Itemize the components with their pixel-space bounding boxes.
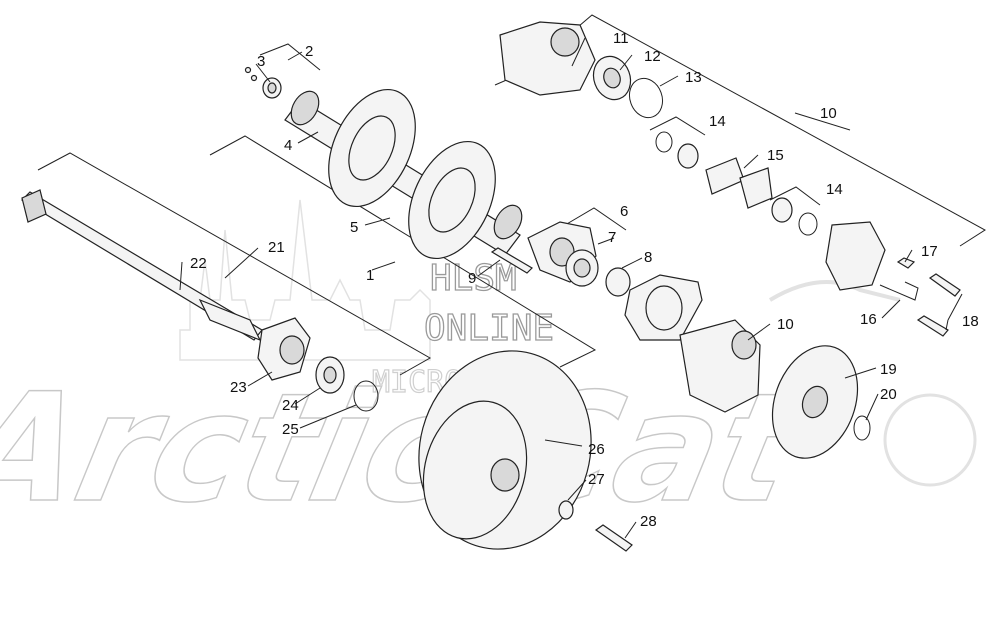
callout-10-lower: 10 bbox=[777, 316, 794, 333]
callout-2: 2 bbox=[305, 43, 313, 60]
brake-caliper-lower-part bbox=[679, 319, 761, 413]
callout-24: 24 bbox=[282, 397, 299, 414]
bolt-28-part bbox=[594, 524, 633, 552]
callout-7: 7 bbox=[608, 229, 616, 246]
watermark-line2: ONLINE bbox=[424, 308, 554, 349]
callout-17: 17 bbox=[921, 243, 938, 260]
bearing-small-part bbox=[244, 66, 282, 99]
driven-clutch-part bbox=[418, 350, 592, 550]
callout-13: 13 bbox=[685, 69, 702, 86]
callout-8: 8 bbox=[644, 249, 652, 266]
washer-27-part bbox=[558, 500, 574, 520]
callout-25: 25 bbox=[282, 421, 299, 438]
callout-23: 23 bbox=[230, 379, 247, 396]
o-ring-25-part bbox=[353, 380, 379, 412]
callout-20: 20 bbox=[880, 386, 897, 403]
bearing-12-part bbox=[592, 55, 632, 101]
bolt-9-part bbox=[490, 247, 533, 274]
bracket-2 bbox=[259, 43, 321, 71]
drive-axle-part bbox=[284, 88, 523, 260]
bracket-14-upper bbox=[649, 116, 706, 136]
leader-lines bbox=[179, 37, 963, 539]
wheel-watermark-shape bbox=[883, 393, 977, 487]
callout-10-upper: 10 bbox=[820, 105, 837, 122]
o-ring-13-part bbox=[628, 77, 664, 119]
bearing-24-part bbox=[315, 356, 345, 394]
drive-shaft-part bbox=[21, 189, 263, 342]
bearing-flange-part bbox=[527, 221, 631, 297]
caliper-bolts-part bbox=[879, 257, 961, 337]
callout-4: 4 bbox=[284, 137, 292, 154]
callout-26: 26 bbox=[588, 441, 605, 458]
bracket-6 bbox=[559, 207, 627, 231]
callout-19: 19 bbox=[880, 361, 897, 378]
callout-18: 18 bbox=[962, 313, 979, 330]
bushing-14-upper-part bbox=[655, 131, 699, 169]
watermark-line1: HLSM bbox=[430, 258, 517, 299]
bearing-flange-23-part bbox=[257, 317, 311, 381]
callout-6: 6 bbox=[620, 203, 628, 220]
bracket-14-lower bbox=[769, 186, 821, 206]
callout-21: 21 bbox=[268, 239, 285, 256]
callout-labels: 1 2 3 4 5 6 7 8 9 10 10 11 12 13 14 14 1… bbox=[190, 30, 979, 530]
callout-27: 27 bbox=[588, 471, 605, 488]
clip-20-part bbox=[853, 415, 871, 441]
callout-15: 15 bbox=[767, 147, 784, 164]
callout-3: 3 bbox=[257, 53, 265, 70]
bike-watermark-shape bbox=[768, 280, 901, 302]
brake-disc-part bbox=[771, 345, 859, 459]
callout-1: 1 bbox=[366, 267, 374, 284]
callout-5: 5 bbox=[350, 219, 358, 236]
bushing-14-lower-part bbox=[771, 197, 818, 236]
callout-11: 11 bbox=[613, 30, 629, 47]
caliper-half-part bbox=[825, 221, 886, 291]
callout-28: 28 bbox=[640, 513, 657, 530]
callout-16: 16 bbox=[860, 311, 877, 328]
callout-9: 9 bbox=[468, 270, 476, 287]
callout-14-lower: 14 bbox=[826, 181, 843, 198]
skyline-watermark-shape bbox=[179, 199, 431, 361]
brand-watermark-text: Arctic Cat bbox=[0, 361, 815, 536]
callout-12: 12 bbox=[644, 48, 661, 65]
brake-caliper-upper-part bbox=[499, 21, 596, 96]
gasket-part bbox=[624, 274, 703, 341]
callout-22: 22 bbox=[190, 255, 207, 272]
watermark: Arctic Cat HLSM ONLINE MICROFICHE bbox=[0, 199, 977, 536]
parts bbox=[21, 21, 961, 552]
callout-14-upper: 14 bbox=[709, 113, 726, 130]
brake-pads-part bbox=[705, 157, 773, 209]
